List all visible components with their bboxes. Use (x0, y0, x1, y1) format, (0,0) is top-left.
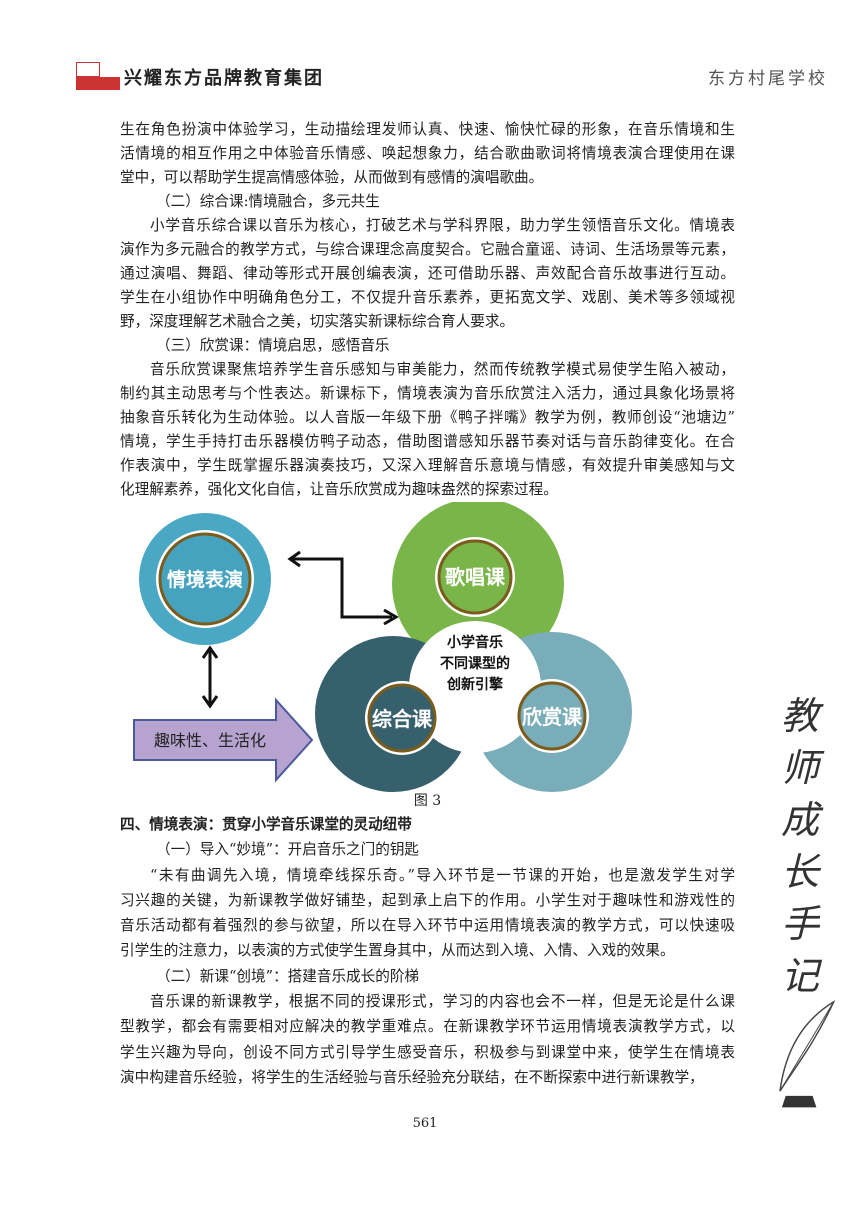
subsection-heading: （二）新课“创境”：搭建音乐成长的阶梯 (156, 967, 420, 985)
integrated-class-node: 综合课 (365, 681, 439, 755)
center-text: 小学音乐 不同课型的 创新引擎 (440, 634, 510, 693)
paragraph-line: 抽象音乐转化为生动体验。以人音版一年级下册《鸭子拌嘴》教学为例，教师创设“池塘边… (120, 409, 735, 426)
paragraph-line: 音乐活动都有着强烈的参与欲望，所以在导入环节中运用情境表演的教学方式，可以快速吸 (120, 917, 735, 935)
paragraph-line: 生在角色扮演中体验学习，生动描绘理发师认真、快速、愉快忙碌的形象，在音乐情境和生 (120, 121, 735, 138)
document-body: 生在角色扮演中体验学习，生动描绘理发师认真、快速、愉快忙碌的形象，在音乐情境和生… (120, 118, 735, 1090)
fun-life-arrow: 趣味性、生活化 (133, 697, 314, 783)
paragraph-line: 活情境的相互作用之中体验音乐情感、唤起想象力，结合歌曲歌词将情境表演合理使用在课 (120, 145, 735, 162)
subsection-heading: （三）欣赏课：情境启思，感悟音乐 (156, 337, 390, 354)
paragraph-line: 通过演唱、舞蹈、律动等形式开展创编表演，还可借助乐器、声效配合音乐故事进行互动。 (120, 265, 735, 282)
singing-class-label: 歌唱课 (445, 565, 506, 589)
page-number: 561 (412, 1116, 438, 1131)
elbow-double-arrow (287, 550, 399, 626)
singing-class-node: 歌唱课 (435, 537, 515, 617)
paragraph-line: 引学生的注意力，以表演的方式使学生置身其中，从而达到入境、入情、入戏的效果。 (120, 942, 675, 960)
org-name: 兴耀东方品牌教育集团 (124, 68, 324, 89)
paragraph-line: 演作为多元融合的教学方式，与综合课理念高度契合。它融合童谣、诗词、生活场景等元素… (120, 241, 735, 258)
paragraph-line: 型教学，都会有需要相对应解决的教学重难点。在新课教学环节运用情境表演教学方式，以 (120, 1018, 735, 1036)
paragraph-line: “未有曲调先入境，情境牵线探乐奇。”导入环节是一节课的开始，也是激发学生对学 (150, 866, 735, 884)
scenario-performance-label: 情境表演 (167, 568, 243, 591)
center-line: 创新引擎 (446, 676, 503, 693)
paragraph-line: 作表演中，学生既掌握乐器演奏技巧，又深入理解音乐意境与情感，有效提升审美感知与文 (120, 457, 735, 474)
center-circle (409, 621, 541, 753)
paragraph-line: 学生在小组协作中明确角色分工，不仅提升音乐素养，更拓宽文学、戏剧、美术等多领域视 (120, 289, 735, 306)
paragraph-line: 制约其主动思考与个性表达。新课标下，情境表演为音乐欣赏注入活力，通过具象化场景将 (120, 385, 735, 402)
paragraph-line: 情境，学生手持打击乐器模仿鸭子动态，借助图谱感知乐器节奏对话与音乐韵律变化。在合 (120, 433, 735, 450)
appreciation-class-label: 欣赏课 (522, 705, 583, 729)
figure-caption: 图 3 (413, 793, 442, 809)
paragraph-line: 习兴趣的关键，为新课教学做好铺垫，起到承上启下的作用。小学生对于趣味性和游戏性的 (120, 891, 735, 909)
paragraph-line: 堂中，可以帮助学生提高情感体验，从而做到有感情的演唱歌曲。 (120, 169, 544, 186)
school-name: 东方村尾学校 (708, 69, 828, 89)
side-calligraphy-title: 教师成 长手记 (780, 694, 819, 998)
paragraph-line: 学生兴趣为导向，创设不同方式引导学生感受音乐，积极参与到课堂中来，使学生在情境表 (120, 1043, 735, 1061)
integrated-class-label: 综合课 (372, 707, 433, 731)
figure-3-diagram: 情境表演 趣味性、生活化 歌唱课 综合课 欣赏课 小学音乐 不同课型的 创新引擎 (120, 502, 735, 792)
scenario-performance-circle: 情境表演 (139, 513, 271, 645)
quill-pen-icon (779, 1000, 836, 1108)
section-heading: 四、情境表演：贯穿小学音乐课堂的灵动纽带 (120, 816, 412, 833)
brand-logo (76, 62, 120, 90)
center-line: 小学音乐 (447, 634, 503, 651)
paragraph-line: 化理解素养，强化文化自信，让音乐欣赏成为趣味盎然的探索过程。 (120, 481, 558, 498)
appreciation-class-node: 欣赏课 (515, 679, 589, 753)
paragraph-line: 音乐课的新课教学，根据不同的授课形式，学习的内容也会不一样，但是无论是什么课 (150, 993, 735, 1011)
paragraph-line: 野，深度理解艺术融合之美，切实落实新课标综合育人要求。 (120, 313, 515, 330)
paragraph-line: 音乐欣赏课聚焦培养学生音乐感知与审美能力，然而传统教学模式易使学生陷入被动， (150, 361, 735, 378)
center-line: 不同课型的 (440, 655, 510, 672)
vertical-double-arrow (201, 645, 219, 709)
subsection-heading: （二）综合课:情境融合，多元共生 (156, 193, 380, 210)
fun-life-label: 趣味性、生活化 (154, 731, 266, 750)
paragraph-line: 小学音乐综合课以音乐为核心，打破艺术与学科界限，助力学生领悟音乐文化。情境表 (150, 217, 735, 234)
subsection-heading: （一）导入“妙境”：开启音乐之门的钥匙 (156, 841, 420, 859)
paragraph-line: 演中构建音乐经验，将学生的生活经验与音乐经验充分联结，在不断探索中进行新课教学， (120, 1068, 704, 1086)
